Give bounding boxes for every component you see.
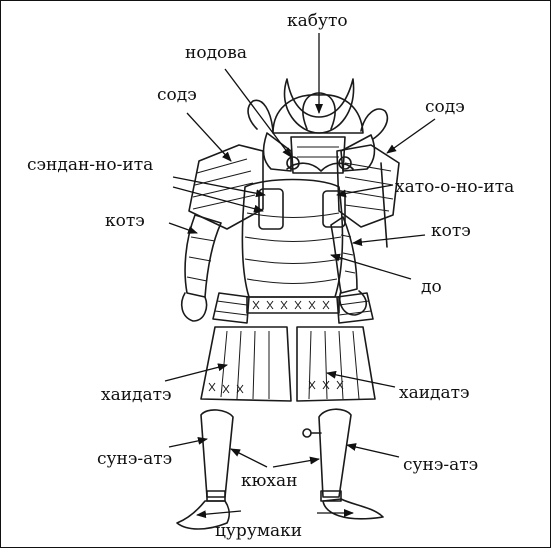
label-kabuto: кабуто xyxy=(287,11,348,31)
label-tsurumaki: цурумаки xyxy=(215,521,303,541)
label-haidate-right: хаидатэ xyxy=(399,383,470,403)
label-sendan-no-ita: сэндан-но-ита xyxy=(27,155,154,175)
tsurumaki-drawing xyxy=(176,498,384,530)
label-kyuhan: кюхан xyxy=(241,471,298,491)
label-kote-left: котэ xyxy=(105,211,145,231)
label-sune-ate-right: сунэ-атэ xyxy=(403,455,479,475)
pointer-arrows xyxy=(164,33,436,519)
kote-drawing xyxy=(180,214,367,322)
label-nodowa: нодова xyxy=(185,43,247,63)
kabuto-drawing xyxy=(247,78,389,174)
label-do: до xyxy=(421,277,442,297)
haidate-drawing xyxy=(200,326,376,402)
label-sode-right: содэ xyxy=(425,97,465,117)
label-kote-right: котэ xyxy=(431,221,471,241)
do-drawing xyxy=(212,178,374,324)
sode-drawing xyxy=(188,144,400,248)
sune-ate-drawing xyxy=(200,408,352,502)
ita-drawing xyxy=(258,188,346,230)
label-sune-ate-left: сунэ-атэ xyxy=(97,449,173,469)
label-sode-left: содэ xyxy=(157,85,197,105)
label-hato-o-no-ita: хато-о-но-ита xyxy=(395,177,515,197)
label-haidate-left: хаидатэ xyxy=(101,385,172,405)
